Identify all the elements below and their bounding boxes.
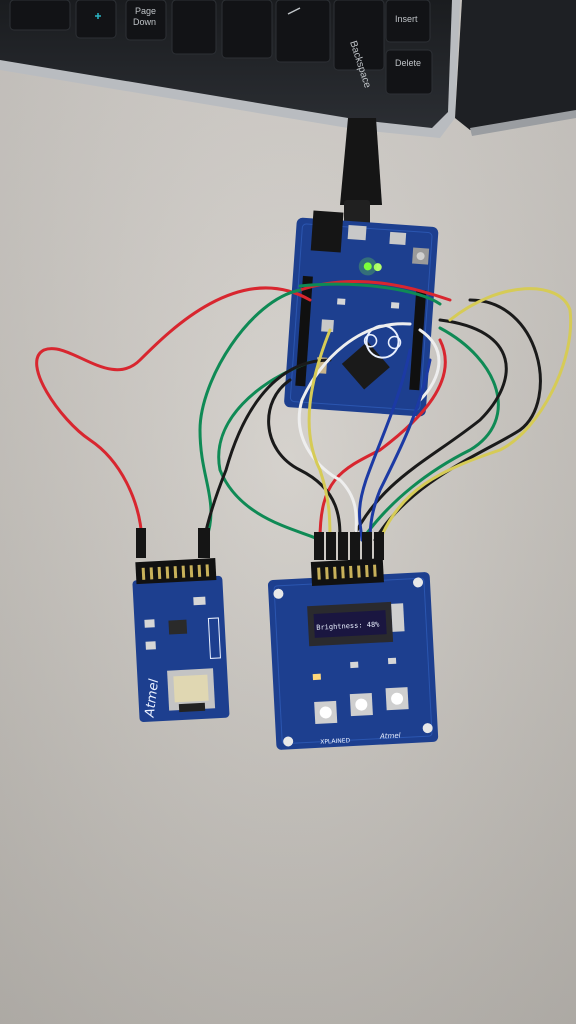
oled-xplained-board: Brightness: 48% XPLAINED Atmel — [267, 558, 439, 750]
oled-button-2 — [349, 693, 373, 717]
oled-board-brand: Atmel — [379, 732, 401, 741]
key-delete: Delete — [395, 58, 421, 68]
key-page-down-line2: Down — [133, 17, 156, 27]
wire-plugs — [136, 528, 384, 560]
oled-button-1 — [314, 700, 338, 725]
jumper-wires — [35, 279, 573, 542]
arduino-board — [284, 210, 439, 417]
key-page-down-line1: Page — [135, 6, 156, 16]
oled-display-text: Brightness: 48% — [316, 620, 380, 631]
sd-card-board: Atmel — [132, 558, 230, 723]
sd-board-brand-logo: Atmel — [142, 678, 162, 719]
oled-board-footer: XPLAINED — [320, 737, 351, 746]
laptop: Page Down Backspace Insert Delete — [0, 0, 576, 138]
oled-button-3 — [385, 687, 409, 711]
key-insert: Insert — [395, 14, 418, 24]
